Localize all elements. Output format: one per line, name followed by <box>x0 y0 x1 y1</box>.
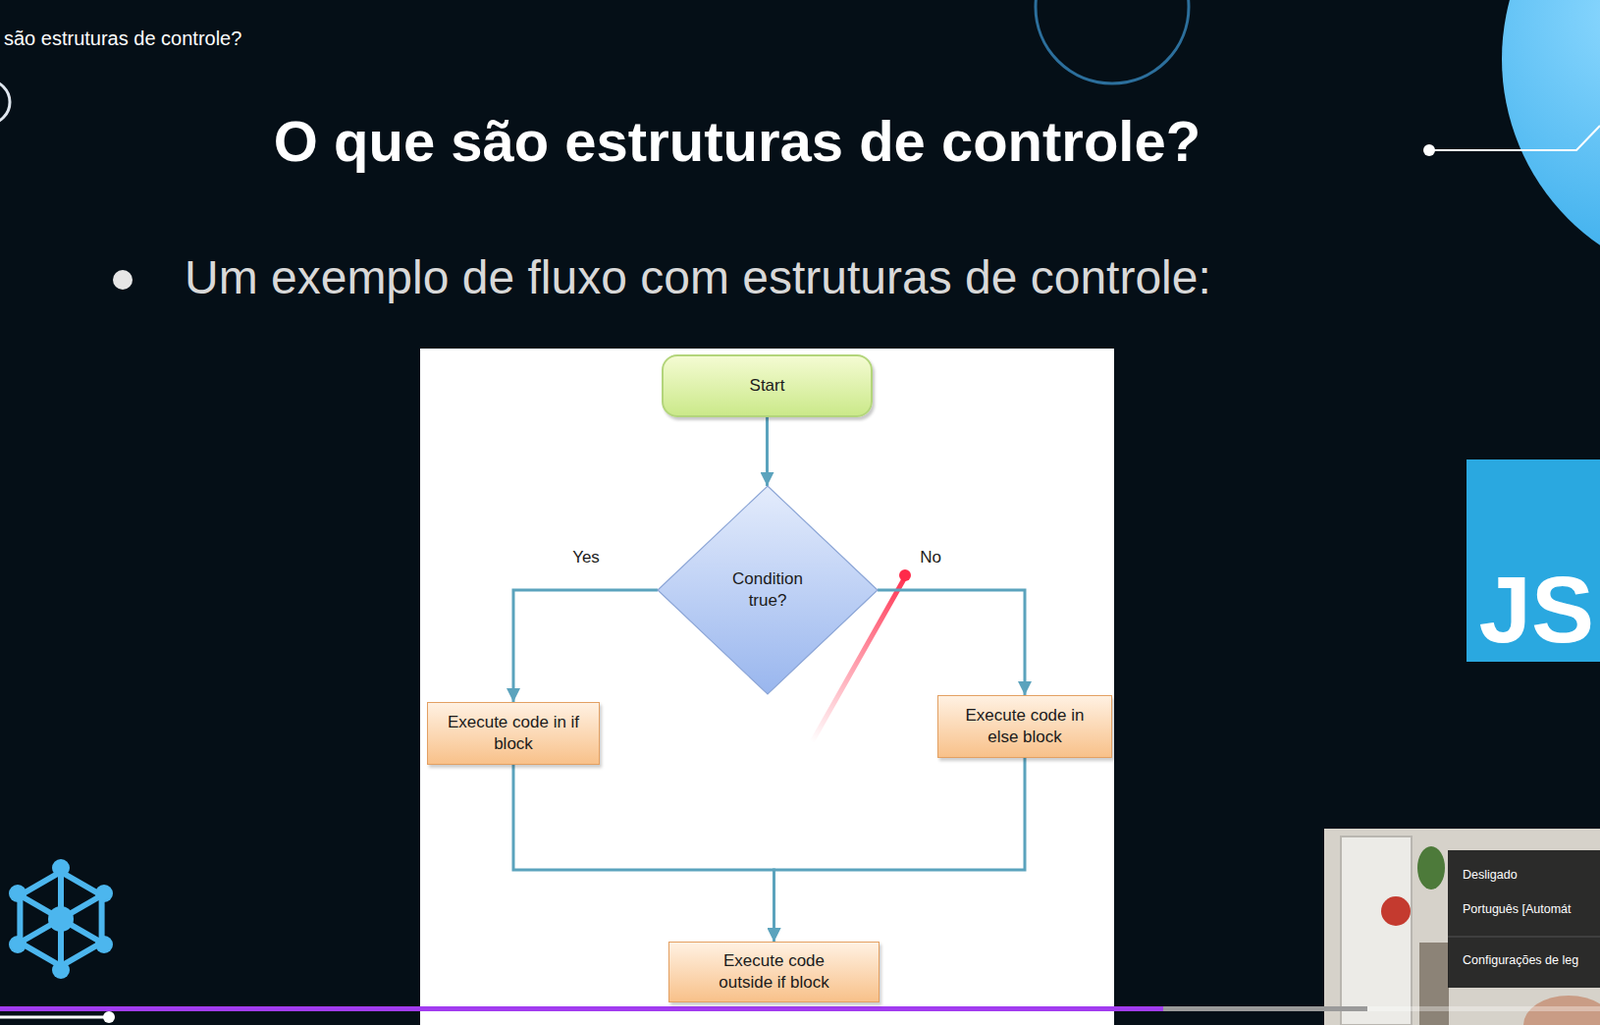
logo-node <box>8 935 27 954</box>
ring-ornament <box>0 80 10 124</box>
diamond-outline <box>657 485 878 694</box>
webcam-shelf <box>1419 942 1449 1025</box>
dot-ornament <box>1423 144 1436 157</box>
logo-node <box>8 884 27 903</box>
progress-track <box>0 1006 1600 1012</box>
video-title: são estruturas de controle? <box>3 27 242 51</box>
process-box: Execute code in if block <box>426 701 600 765</box>
node-text: Execute code in if block <box>445 711 582 755</box>
logo-hexagon <box>19 871 102 966</box>
network-logo-nodes <box>8 858 113 979</box>
laser-pointer-dot <box>899 569 911 582</box>
volume-knob <box>103 1011 115 1023</box>
slide-title: O que são estruturas de controle? <box>0 107 1475 174</box>
ring-ornament <box>1035 0 1189 84</box>
process-box: Execute code in else block <box>937 694 1113 758</box>
progress-played <box>0 1006 1164 1012</box>
js-logo-text: JS <box>1479 555 1595 664</box>
bullet-dot <box>112 269 133 290</box>
webcam-sign <box>1381 896 1411 926</box>
line-ornament <box>1429 125 1600 151</box>
edge-label: Yes <box>569 547 603 568</box>
menu-item: Português [Automát <box>1462 902 1571 916</box>
network-logo <box>19 871 102 966</box>
logo-node <box>48 906 74 932</box>
webcam-background <box>1324 828 1600 1025</box>
subtitle-menu-panel <box>1447 850 1600 988</box>
process-box: Execute code outside if block <box>668 941 880 1003</box>
node-text: Start <box>749 374 786 397</box>
decision-diamond: Condition true? <box>657 485 878 694</box>
flow-connector <box>765 417 769 486</box>
start-terminal: Start <box>661 354 873 418</box>
flow-connector <box>513 764 775 942</box>
diamond-shape <box>657 485 878 694</box>
flowchart-image-panel <box>420 348 1115 1025</box>
logo-node <box>52 858 70 877</box>
webcam-inset <box>1324 828 1600 1025</box>
flow-connector <box>877 589 1025 695</box>
menu-item: Configurações de leg <box>1462 953 1579 967</box>
progress-buffer <box>0 1006 1368 1012</box>
bullet-text: Um exemplo de fluxo com estruturas de co… <box>184 250 1212 305</box>
logo-node <box>95 935 113 954</box>
webcam-plant <box>1417 846 1445 890</box>
menu-item: Desligado <box>1462 867 1518 882</box>
menu-separator <box>1447 936 1600 938</box>
node-text: Execute code in else block <box>957 704 1093 748</box>
flow-connector <box>774 757 1026 942</box>
edge-label: No <box>916 547 945 568</box>
node-text: Execute code outside if block <box>706 950 843 994</box>
logo-node <box>52 960 70 979</box>
webcam-door <box>1340 836 1412 1025</box>
volume-slider <box>0 1015 109 1019</box>
flow-connector <box>513 589 658 702</box>
logo-node <box>95 884 113 903</box>
node-text: Condition true? <box>718 568 817 612</box>
